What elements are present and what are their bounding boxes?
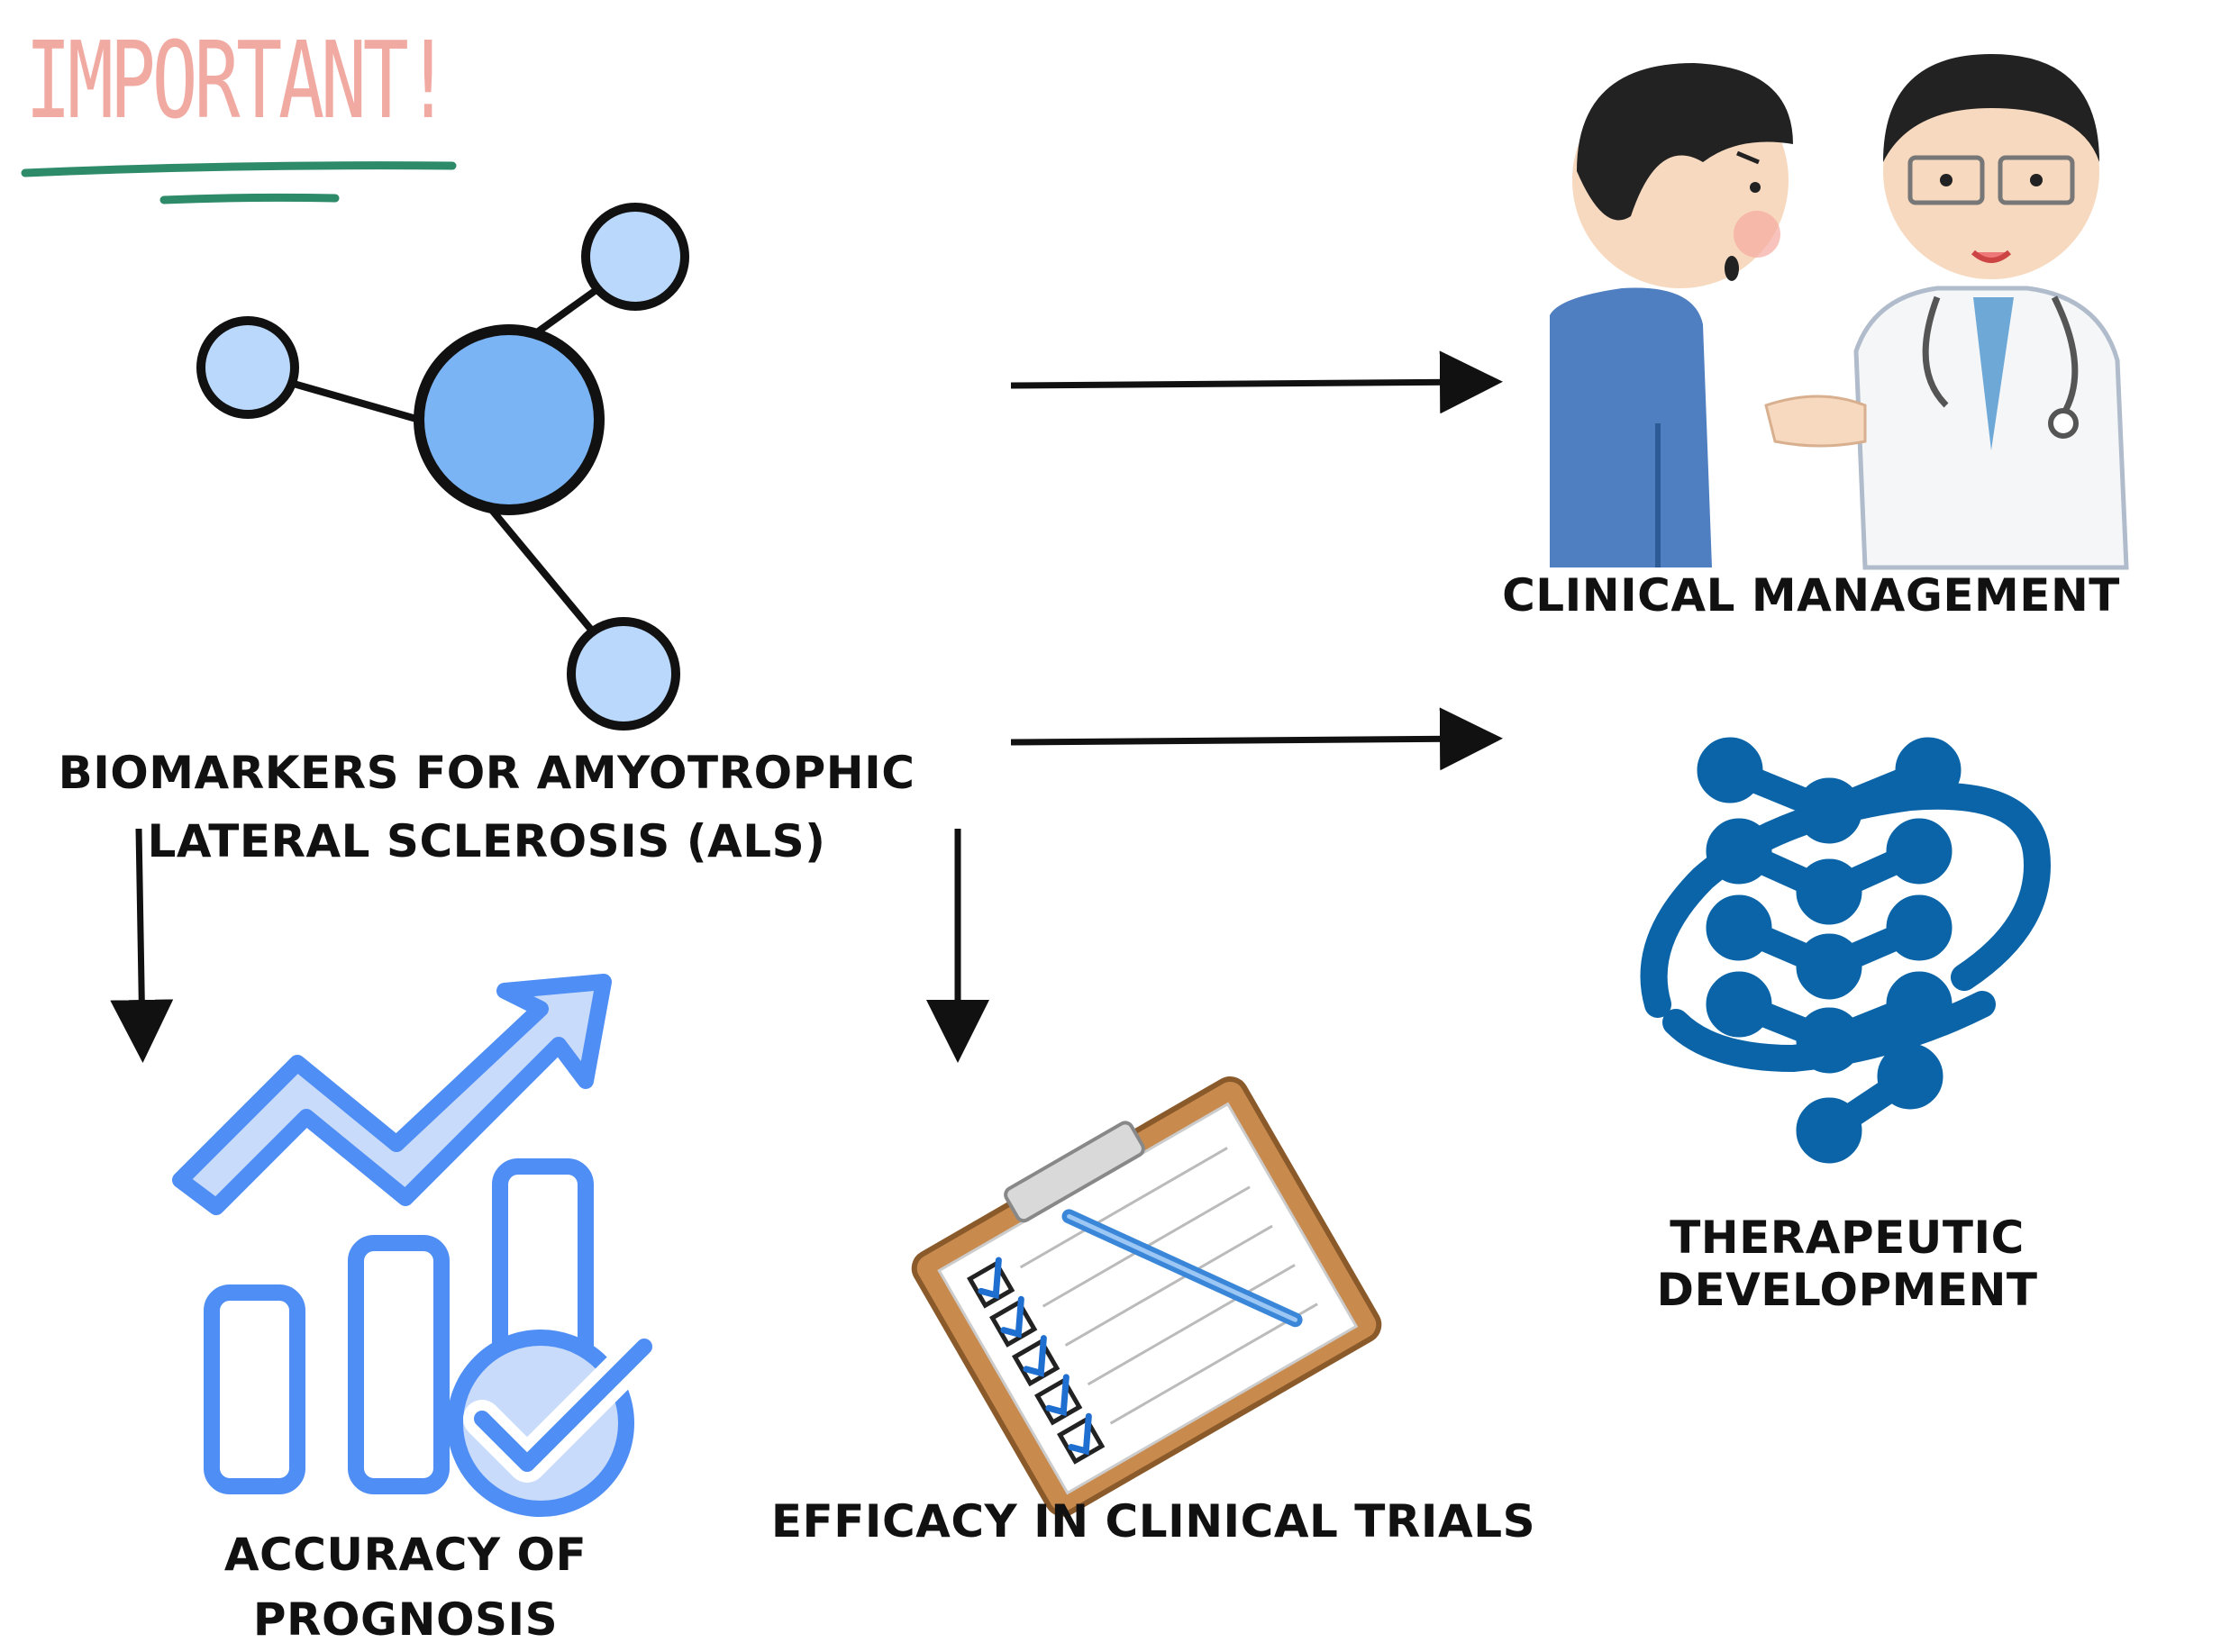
center-label-line2: LATERAL SCLEROSIS (ALS)	[147, 815, 826, 867]
patient-doctor-icon	[1550, 54, 2129, 570]
center-node-label: BIOMARKERS FOR AMYOTROPHIC LATERAL SCLER…	[54, 739, 919, 876]
efficacy-in-clinical-trials-label: EFFICACY IN CLINICAL TRIALS	[770, 1495, 1536, 1548]
center-label-line1: BIOMARKERS FOR AMYOTROPHIC	[58, 747, 915, 799]
important-note: IMPORTANT!	[25, 18, 451, 142]
therapeutic-development-label: THERAPEUTIC DEVELOPMENT	[1656, 1212, 2038, 1316]
accuracy-label-line2: PROGNOSIS	[252, 1593, 559, 1646]
molecule-icon	[196, 203, 689, 731]
spine-orbit-icon	[1640, 737, 2051, 1164]
growth-chart-check-icon	[172, 974, 663, 1517]
accuracy-label-line1: ACCURACY OF	[223, 1529, 587, 1581]
important-underline	[21, 161, 457, 204]
clinical-management-label: CLINICAL MANAGEMENT	[1502, 569, 2120, 622]
accuracy-of-prognosis-label: ACCURACY OF PROGNOSIS	[162, 1522, 649, 1652]
clipboard-checklist-icon	[911, 1076, 1382, 1517]
